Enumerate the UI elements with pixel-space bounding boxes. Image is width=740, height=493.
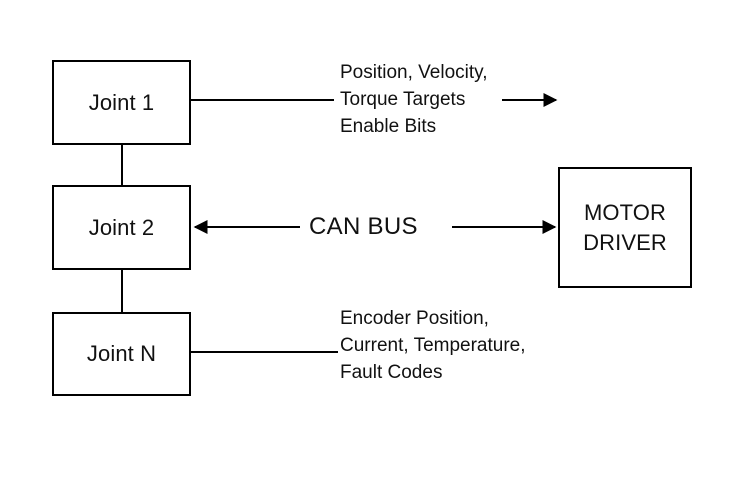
annotation-downstream-text: Position, Velocity, Torque Targets Enabl… [340, 62, 488, 137]
node-joint-n[interactable]: Joint N [52, 312, 191, 396]
connector-joint1-joint2 [121, 143, 123, 187]
bus-label-can-bus: CAN BUS [309, 213, 418, 240]
node-joint-1-label: Joint 1 [88, 89, 155, 115]
node-motor-driver-label: MOTOR DRIVER [583, 199, 667, 255]
node-joint-2[interactable]: Joint 2 [52, 185, 191, 270]
annotation-upstream-text: Encoder Position, Current, Temperature, … [340, 308, 526, 383]
node-joint-1[interactable]: Joint 1 [52, 60, 191, 145]
node-motor-driver[interactable]: MOTOR DRIVER [558, 167, 692, 288]
node-joint-n-label: Joint N [86, 341, 157, 366]
connector-joint2-jointn [121, 268, 123, 314]
node-joint-2-label: Joint 2 [88, 214, 155, 240]
